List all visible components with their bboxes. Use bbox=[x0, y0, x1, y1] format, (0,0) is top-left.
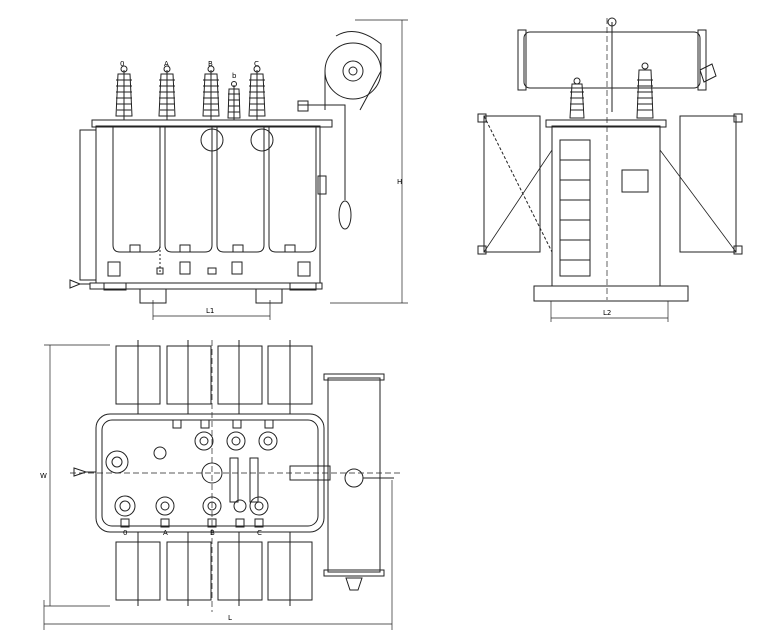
side-tank-cover bbox=[545, 119, 667, 128]
top-conservator bbox=[323, 373, 394, 591]
dim-L1-label: L1 bbox=[206, 307, 214, 315]
side-conservator bbox=[517, 17, 717, 112]
front-label-A: A bbox=[164, 60, 169, 68]
front-base-plate bbox=[89, 282, 323, 290]
top-radiators-upper bbox=[115, 340, 313, 414]
side-view bbox=[477, 17, 743, 322]
front-breather bbox=[338, 200, 352, 230]
front-conservator bbox=[297, 31, 382, 230]
top-view bbox=[43, 340, 400, 630]
dim-L2 bbox=[550, 301, 669, 322]
side-radiators-right bbox=[659, 113, 743, 255]
top-gas-relay bbox=[105, 450, 129, 474]
side-base bbox=[533, 285, 689, 302]
front-bushings bbox=[115, 65, 266, 120]
dim-L bbox=[43, 480, 393, 630]
side-bushing-2 bbox=[636, 62, 654, 119]
dim-W-label: W bbox=[40, 472, 47, 480]
front-bushing-A bbox=[158, 65, 176, 120]
front-label-0: 0 bbox=[120, 60, 124, 68]
dim-L1 bbox=[152, 300, 271, 320]
front-drain-valve bbox=[69, 279, 82, 289]
dim-L-label: L bbox=[228, 614, 232, 622]
top-hv-label-C: C bbox=[257, 529, 262, 537]
top-hv-label-B: B bbox=[210, 529, 215, 537]
top-manhole bbox=[201, 462, 223, 484]
front-base-foot-right bbox=[255, 288, 283, 304]
side-tank bbox=[551, 125, 661, 287]
front-bushing-C bbox=[248, 65, 266, 120]
front-label-B: B bbox=[208, 60, 213, 68]
front-view bbox=[69, 19, 408, 320]
front-left-radiator bbox=[79, 129, 97, 281]
front-tank bbox=[95, 125, 321, 284]
side-radiators-left bbox=[477, 113, 553, 255]
front-radiators bbox=[112, 127, 317, 253]
side-bushing-1 bbox=[569, 77, 585, 119]
side-ladder bbox=[559, 139, 591, 277]
dim-H bbox=[330, 19, 408, 304]
front-bushing-B bbox=[202, 65, 220, 120]
dim-W bbox=[44, 344, 110, 607]
top-fitting bbox=[289, 465, 331, 481]
front-label-C: C bbox=[254, 60, 259, 68]
front-valve-left bbox=[103, 282, 127, 291]
front-bushing-b bbox=[227, 81, 241, 120]
top-hv-label-A: A bbox=[163, 529, 168, 537]
front-valve-right bbox=[289, 282, 317, 291]
top-hv-label-0: 0 bbox=[123, 529, 127, 537]
front-label-b: b bbox=[232, 72, 237, 80]
labels: 0 A B b C L1 H L2 W L 0 A B C bbox=[40, 60, 611, 622]
dim-H-label: H bbox=[397, 178, 402, 186]
top-lv-bushings bbox=[153, 419, 278, 460]
top-hv-bushings bbox=[114, 495, 269, 528]
front-manhole-2 bbox=[250, 128, 274, 152]
front-manhole-1 bbox=[200, 128, 224, 152]
top-radiators-lower bbox=[115, 532, 313, 606]
side-control-box bbox=[621, 169, 649, 193]
front-bushing-0 bbox=[115, 65, 133, 120]
dim-L2-label: L2 bbox=[603, 309, 611, 317]
